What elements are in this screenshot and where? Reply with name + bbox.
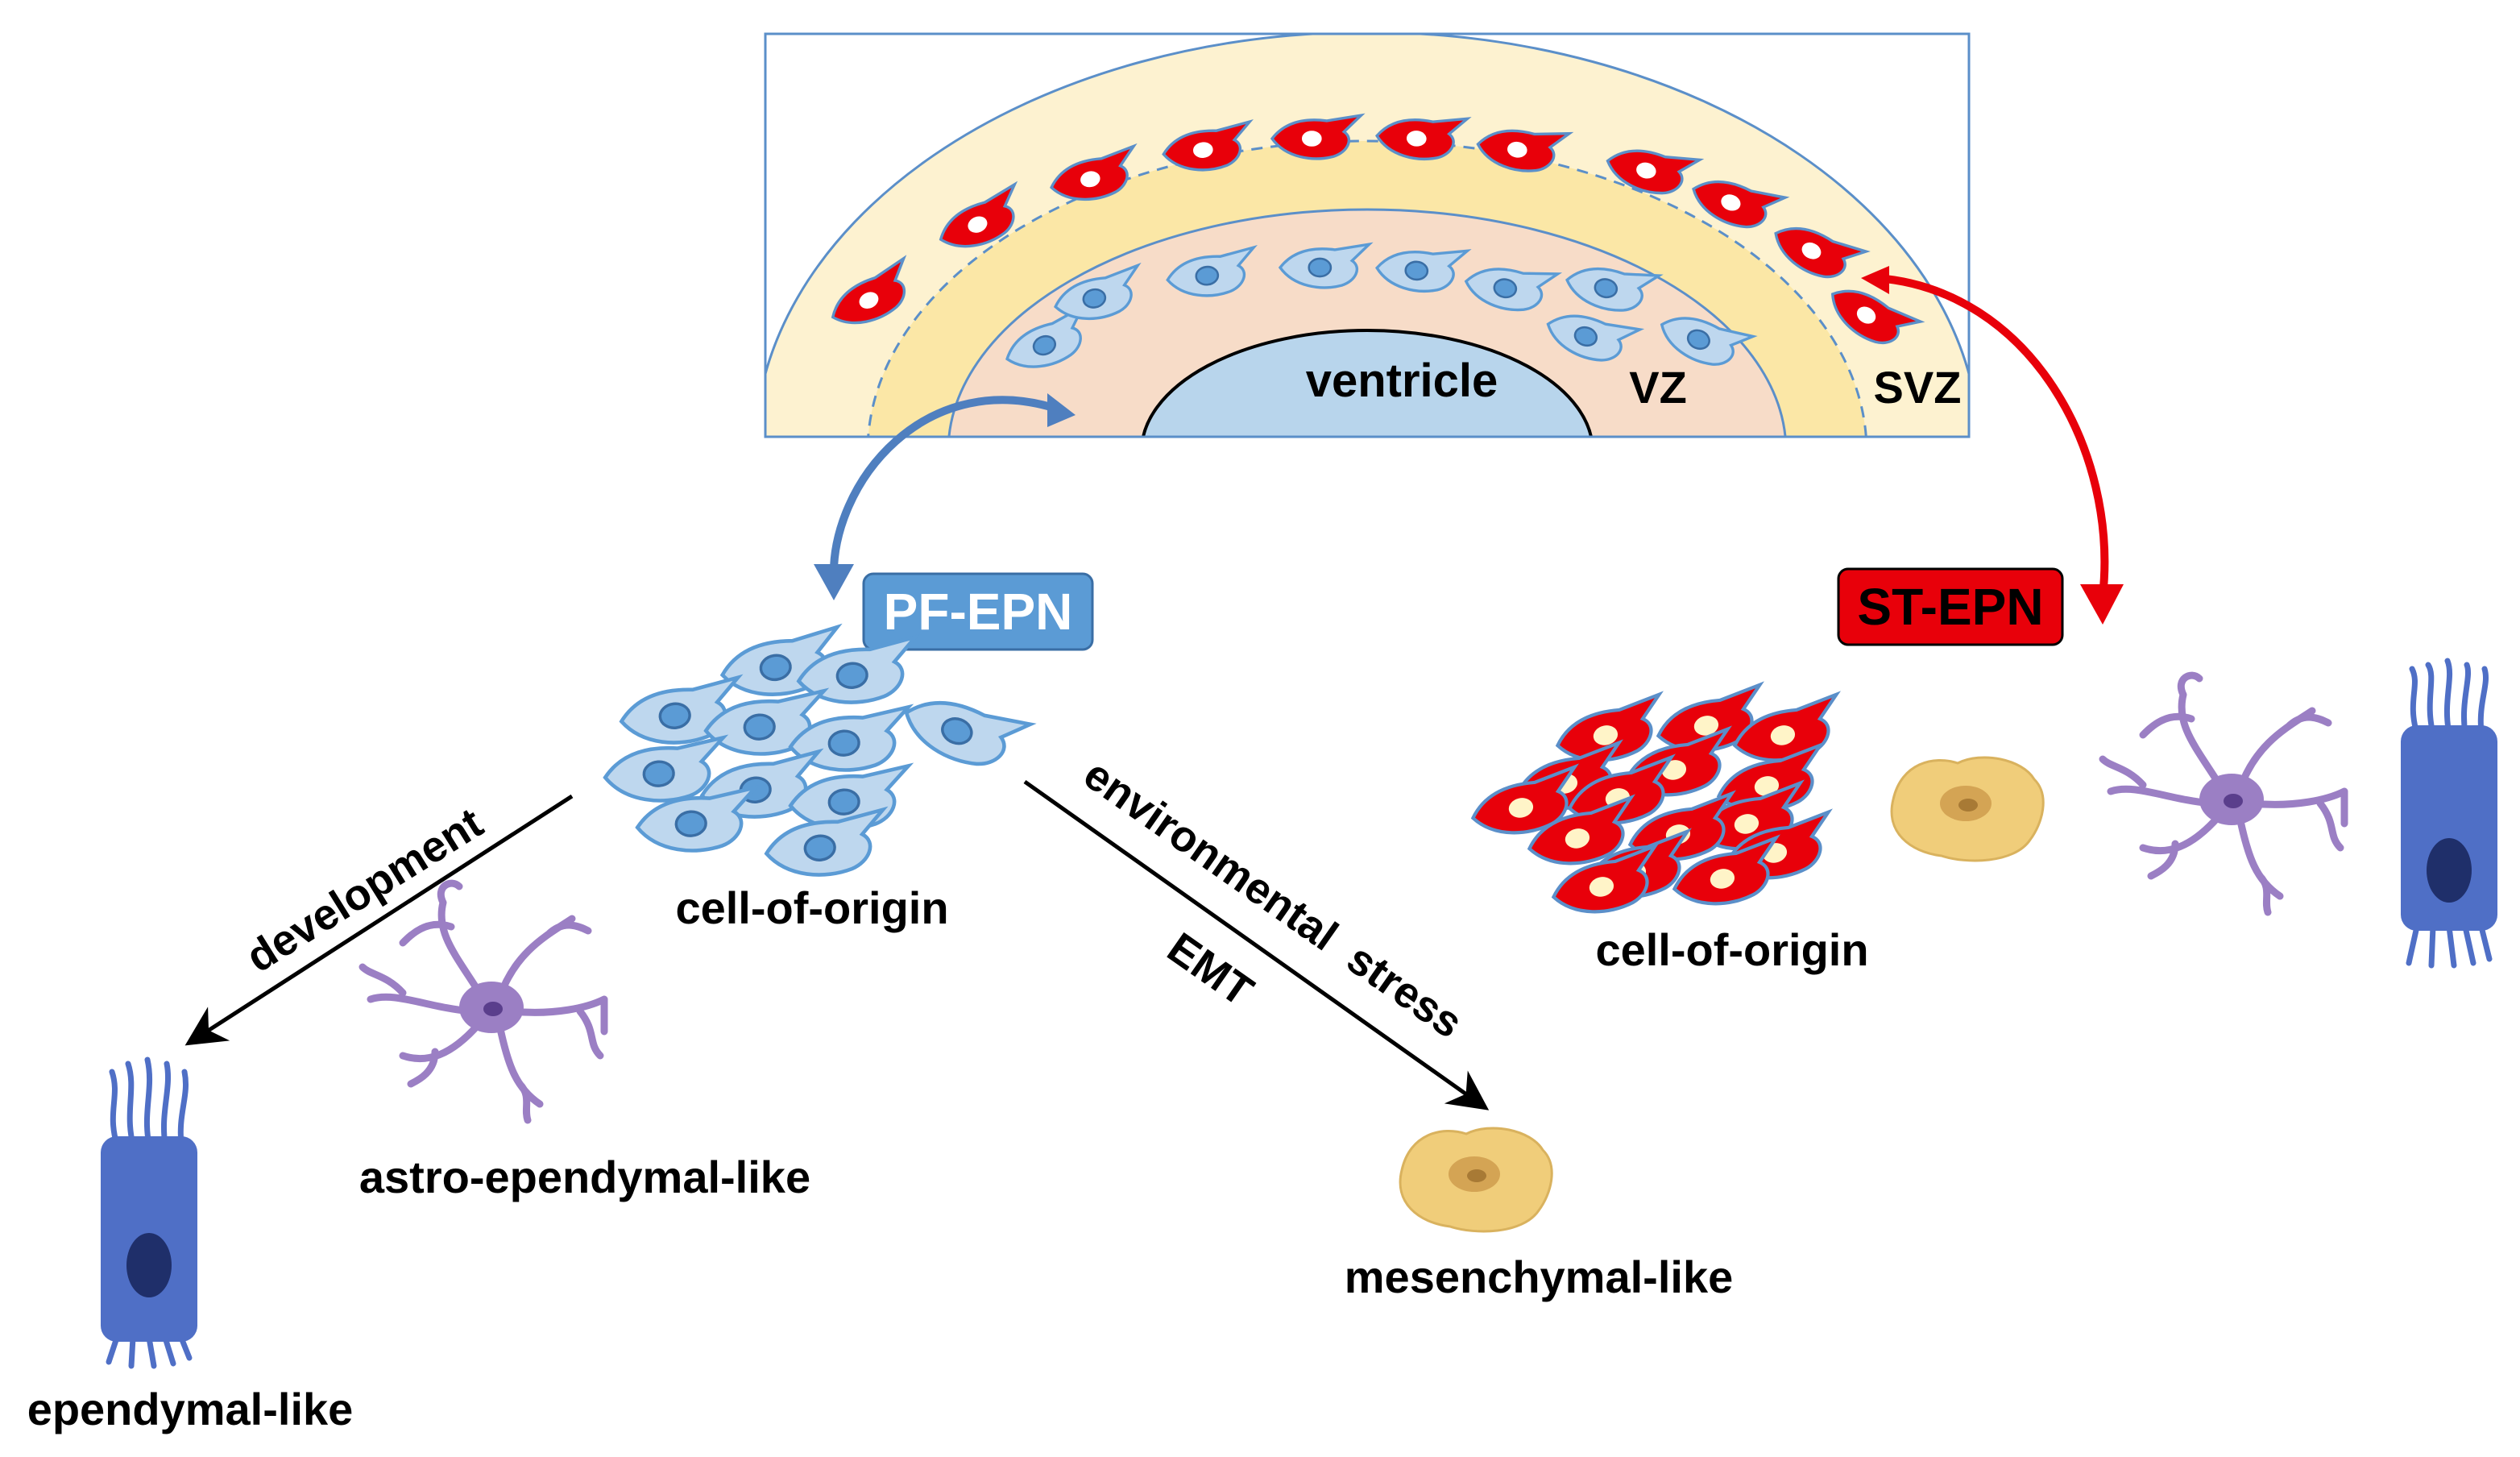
svz-red-cell [1270, 113, 1366, 160]
st-astrocyte-icon [2099, 671, 2348, 916]
pf-epn-badge: PF-EPN [862, 572, 1094, 651]
st-cell-of-origin-label: cell-of-origin [1595, 924, 1868, 975]
pf-tumor-cell [603, 734, 729, 803]
st-origin-arrowhead [2080, 584, 2124, 625]
astro-ependymal-like-label: astro-ependymal-like [359, 1152, 810, 1202]
vz-blue-cell [1278, 242, 1374, 289]
st-ependymal-cell-icon [2401, 658, 2497, 969]
ventricle-label: ventricle [1306, 355, 1498, 407]
environmental-stress-label: environmental stress [1075, 750, 1471, 1048]
pf-origin-arrow-tail [1047, 393, 1076, 427]
pf-origin-arrow [829, 396, 1067, 584]
st-epn-badge: ST-EPN [1837, 567, 2064, 646]
svz-label: SVZ [1874, 362, 1962, 413]
vz-blue-cell [1660, 317, 1758, 366]
brain-section-panel: ventricle VZ SVZ [764, 32, 1971, 438]
vz-blue-cell [1375, 249, 1472, 293]
svz-red-cell [1606, 149, 1705, 195]
vz-region [947, 208, 1787, 437]
svz-red-cell [1692, 180, 1790, 229]
svz-red-cell [1162, 118, 1254, 172]
vz-blue-cell [1166, 244, 1258, 297]
st-origin-arrow [1873, 274, 2109, 600]
vz-blue-cell [1565, 267, 1664, 312]
svz-red-cell [831, 255, 907, 325]
st-mesenchymal-cell-icon [1890, 756, 2045, 862]
pf-tumor-cell [904, 700, 1037, 766]
svz-red-cell [1476, 129, 1574, 172]
st-tumor-cell [1672, 834, 1780, 906]
st-cell-of-origin-cluster [1470, 681, 1841, 914]
pf-cell-of-origin-cluster [603, 623, 1037, 877]
pf-tumor-cell [635, 784, 761, 853]
vz-label: VZ [1629, 362, 1687, 413]
vz-blue-cell [1005, 303, 1086, 368]
mesenchymal-cell-icon [1399, 1127, 1553, 1233]
vz-blue-cell [1464, 268, 1563, 312]
svz-red-cell [1050, 143, 1138, 201]
ependymal-cell-icon [101, 1056, 197, 1369]
emt-arrow [1023, 779, 1490, 1110]
development-arrow [184, 794, 574, 1046]
pf-tumor-cell [764, 806, 889, 877]
pf-tumor-cell [788, 704, 914, 772]
st-tumor-cell [1551, 842, 1660, 914]
st-epn-label: ST-EPN [1857, 578, 2043, 636]
pf-origin-arrowhead [814, 564, 854, 600]
pf-cell-of-origin-label: cell-of-origin [675, 882, 948, 933]
st-tumor-cell [1470, 763, 1579, 835]
astrocyte-icon [359, 879, 608, 1124]
st-tumor-cell [1527, 794, 1635, 865]
svz-red-cell [939, 181, 1018, 248]
svz-red-cell [1774, 226, 1871, 279]
pf-epn-label: PF-EPN [884, 583, 1073, 641]
ependymal-like-label: ependymal-like [27, 1384, 354, 1434]
svz-red-cell [1830, 289, 1925, 345]
svz-red-cell [1375, 117, 1472, 160]
vz-blue-cell [1054, 262, 1142, 321]
pf-tumor-cell [796, 633, 921, 704]
mesenchymal-like-label: mesenchymal-like [1345, 1252, 1733, 1302]
ventricle [1142, 329, 1593, 437]
st-origin-arrow-tail [1861, 266, 1889, 294]
vz-blue-cell [1546, 314, 1645, 362]
